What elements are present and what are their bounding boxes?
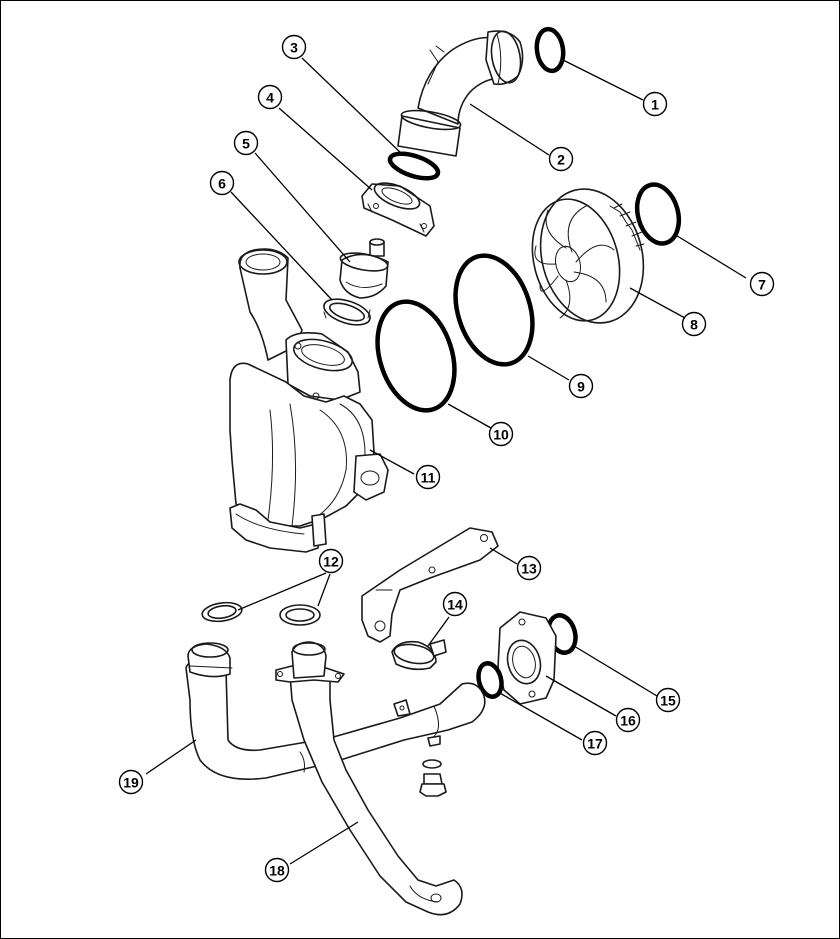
part-5-thermostat (339, 238, 389, 299)
part-7-o-ring (634, 182, 682, 246)
callout-circle (681, 311, 707, 337)
callout-circle (615, 707, 641, 733)
callout-number: 19 (123, 775, 139, 791)
callout-circle (582, 730, 608, 756)
callout-9: 9 (568, 373, 594, 399)
callout-number: 17 (587, 736, 603, 752)
callout-number: 2 (557, 152, 565, 168)
callout-circle (281, 34, 307, 60)
callout-number: 11 (421, 470, 436, 486)
callout-15: 15 (655, 687, 681, 713)
part-11-pump-body (229, 248, 389, 553)
part-13-bracket (361, 527, 499, 643)
callout-number: 3 (290, 40, 298, 56)
callout-circle (488, 421, 514, 447)
callout-circle (548, 146, 574, 172)
callout-circle (415, 464, 441, 490)
callout-11: 11 (415, 464, 441, 490)
callout-number: 15 (660, 693, 676, 709)
part-4-thermostat-housing (361, 182, 435, 237)
callout-10: 10 (488, 421, 514, 447)
part-2-elbow-hose (397, 30, 524, 157)
callout-3: 3 (281, 34, 307, 60)
callout-12: 12 (318, 548, 344, 574)
part-8-impeller (531, 188, 645, 324)
callout-circle (118, 769, 144, 795)
callout-17: 17 (582, 730, 608, 756)
callout-circle (442, 591, 468, 617)
callout-circle (642, 91, 668, 117)
part-9-o-ring (453, 253, 535, 367)
callout-number: 13 (521, 561, 537, 577)
callout-19: 19 (118, 769, 144, 795)
callout-13: 13 (516, 555, 542, 581)
callout-8: 8 (681, 311, 707, 337)
part-17-o-ring (476, 661, 504, 699)
callout-14: 14 (442, 591, 468, 617)
callout-number: 6 (218, 176, 226, 192)
part-18-pipe (275, 641, 463, 916)
callout-circle (233, 130, 259, 156)
callout-18: 18 (264, 857, 290, 883)
callout-number: 12 (323, 554, 339, 570)
part-10-o-ring (375, 299, 457, 413)
callout-circle (257, 84, 283, 110)
part-16-flange (497, 611, 557, 705)
callout-2: 2 (548, 146, 574, 172)
callout-4: 4 (257, 84, 283, 110)
leader-lines (145, 57, 747, 865)
part-3-gasket (387, 151, 441, 181)
part-1-o-ring (534, 26, 566, 74)
part-12-seals (201, 601, 321, 626)
callout-circle (749, 271, 775, 297)
part-6-seal (323, 298, 371, 326)
callout-number: 18 (269, 863, 285, 879)
callout-circle (318, 548, 344, 574)
part-14-clamp (391, 639, 447, 671)
callout-number: 4 (266, 90, 274, 106)
callout-circle (516, 555, 542, 581)
callout-16: 16 (615, 707, 641, 733)
callout-number: 14 (447, 597, 463, 613)
callout-number: 9 (577, 379, 585, 395)
drain-plug (419, 759, 447, 797)
callout-circle (655, 687, 681, 713)
callout-number: 1 (651, 97, 659, 113)
callout-circle (264, 857, 290, 883)
callout-number: 8 (690, 317, 698, 333)
callout-7: 7 (749, 271, 775, 297)
callout-circle (568, 373, 594, 399)
callout-number: 16 (620, 713, 636, 729)
callout-number: 7 (758, 277, 766, 293)
callout-6: 6 (209, 170, 235, 196)
callout-1: 1 (642, 91, 668, 117)
callout-number: 10 (493, 427, 509, 443)
callout-5: 5 (233, 130, 259, 156)
callout-number: 5 (242, 136, 250, 152)
callout-circle (209, 170, 235, 196)
